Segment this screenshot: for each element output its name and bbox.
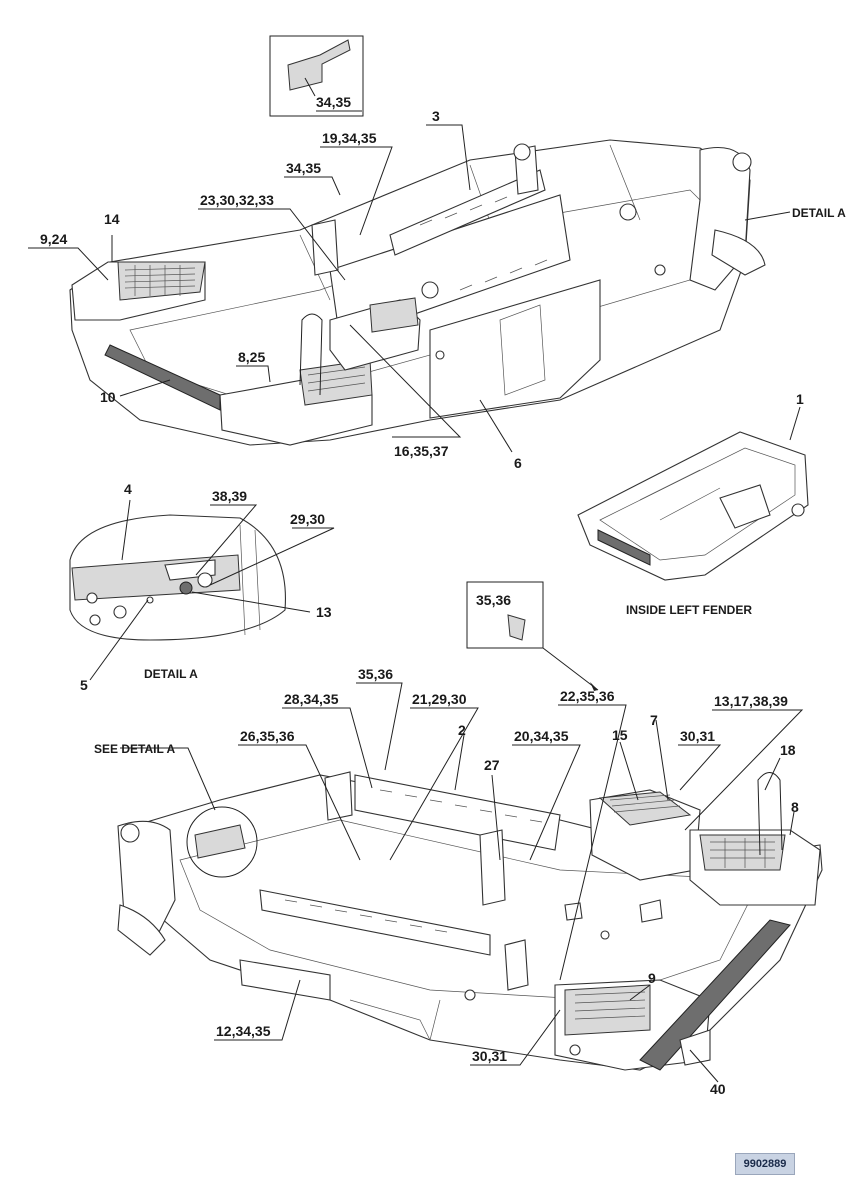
inside-left-fender-drawing xyxy=(577,431,809,581)
callout-18: 18 xyxy=(780,742,796,758)
callout-13: 13 xyxy=(316,604,332,620)
detail-a-drawing xyxy=(69,514,287,641)
callout-20-34-35: 20,34,35 xyxy=(514,728,569,744)
callout-15: 15 xyxy=(612,727,628,743)
callout-40: 40 xyxy=(710,1081,726,1097)
callout-8-25: 8,25 xyxy=(238,349,265,365)
callout-1: 1 xyxy=(796,391,804,407)
callout-10: 10 xyxy=(100,389,116,405)
callout-8: 8 xyxy=(791,799,799,815)
callout-21-29-30: 21,29,30 xyxy=(412,691,467,707)
callout-35-36: 35,36 xyxy=(358,666,393,682)
callout-7: 7 xyxy=(650,712,658,728)
callout-27: 27 xyxy=(484,757,500,773)
callout-16-35-37: 16,35,37 xyxy=(394,443,449,459)
callout-14: 14 xyxy=(104,211,120,227)
figure-id-badge: 9902889 xyxy=(735,1153,795,1175)
callout-19-34-35: 19,34,35 xyxy=(322,130,377,146)
callout-9-24: 9,24 xyxy=(40,231,67,247)
callouts-bottom: 35,36 35,36 28,34,35 21,29,30 2 22,35,36… xyxy=(216,592,799,1097)
caption-inside-left-fender: INSIDE LEFT FENDER xyxy=(626,603,752,617)
callout-5: 5 xyxy=(80,677,88,693)
bottom-frame-assembly xyxy=(117,771,823,1071)
callout-underlines xyxy=(28,110,802,1066)
callout-29-30: 29,30 xyxy=(290,511,325,527)
caption-see-detail-a: SEE DETAIL A xyxy=(94,742,175,756)
callout-6: 6 xyxy=(514,455,522,471)
inset-box-35-36 xyxy=(466,581,599,691)
callout-38-39: 38,39 xyxy=(212,488,247,504)
callouts-top: 34,35 3 19,34,35 34,35 23,30,32,33 14 9,… xyxy=(40,94,804,471)
callout-35-36-inset: 35,36 xyxy=(476,592,511,608)
caption-detail-a: DETAIL A xyxy=(144,667,198,681)
callout-34-35: 34,35 xyxy=(286,160,321,176)
callout-28-34-35: 28,34,35 xyxy=(284,691,339,707)
callout-4: 4 xyxy=(124,481,132,497)
callout-22-35-36: 22,35,36 xyxy=(560,688,615,704)
captions: DETAIL A DETAIL A INSIDE LEFT FENDER SEE… xyxy=(94,206,846,756)
callouts-detail-a: 4 38,39 29,30 13 5 xyxy=(80,481,332,693)
callout-23-30-32-33: 23,30,32,33 xyxy=(200,192,274,208)
callout-3: 3 xyxy=(432,108,440,124)
callout-30-31-upper: 30,31 xyxy=(680,728,715,744)
caption-detail-a-ref: DETAIL A xyxy=(792,206,846,220)
callout-30-31-lower: 30,31 xyxy=(472,1048,507,1064)
callout-34-35-inset: 34,35 xyxy=(316,94,351,110)
callout-12-34-35: 12,34,35 xyxy=(216,1023,271,1039)
callout-2: 2 xyxy=(458,722,466,738)
callout-13-17-38-39: 13,17,38,39 xyxy=(714,693,788,709)
callout-9: 9 xyxy=(648,970,656,986)
callout-26-35-36: 26,35,36 xyxy=(240,728,295,744)
top-frame-assembly xyxy=(69,139,766,446)
inset-box-34-35 xyxy=(269,35,364,117)
